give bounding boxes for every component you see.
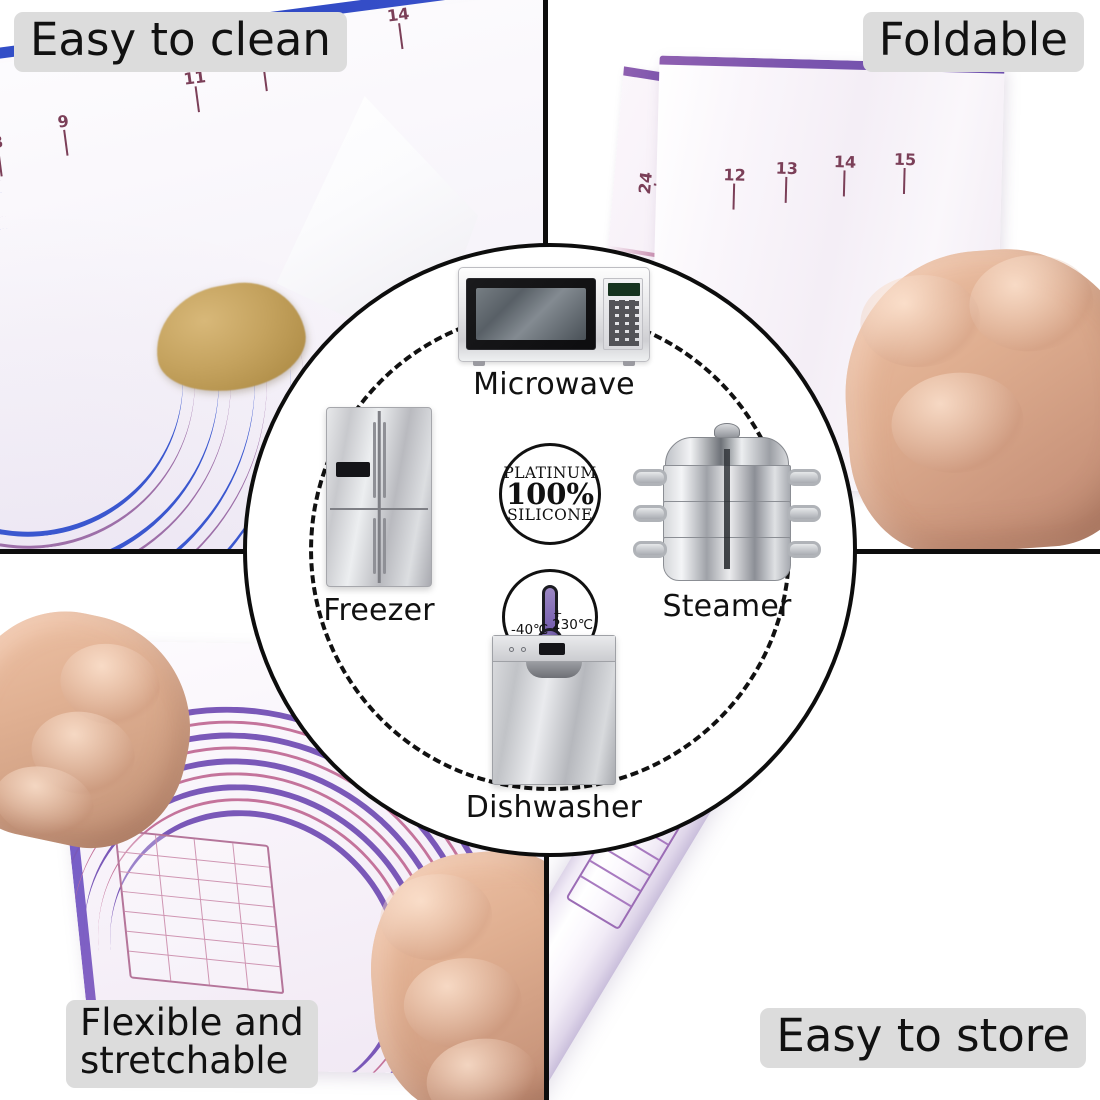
node-freezer: Freezer [269, 407, 489, 628]
divider-horizontal-right [850, 549, 1100, 554]
node-label-steamer: Steamer [662, 589, 792, 624]
node-label-freezer: Freezer [323, 593, 435, 628]
divider-vertical-top [543, 0, 548, 248]
feature-label-easy-to-store: Easy to store [760, 1008, 1086, 1068]
temp-plus-sign: + [553, 607, 563, 620]
feature-label-easy-to-clean: Easy to clean [14, 12, 347, 72]
compatibility-circle: Microwave Steamer [243, 243, 857, 857]
temp-max-label: + 230℃ [552, 608, 593, 633]
node-label-microwave: Microwave [473, 367, 635, 402]
platinum-silicone-badge: PLATINUM 100% SILICONE [499, 443, 601, 545]
node-steamer: Steamer [617, 419, 837, 624]
badge-platinum-middle: 100% [505, 476, 595, 511]
node-label-dishwasher: Dishwasher [465, 790, 643, 825]
divider-vertical-bottom [544, 852, 549, 1100]
microwave-icon [458, 267, 650, 366]
steamer-pot-icon [633, 419, 821, 584]
dishwasher-icon [492, 635, 616, 785]
badge-platinum-bottom: SILICONE [507, 506, 593, 525]
feature-label-flexible-stretchable: Flexible and stretchable [66, 1000, 318, 1088]
conversion-table-print [114, 829, 285, 995]
refrigerator-icon [326, 407, 432, 587]
temp-max-value: 230℃ [552, 617, 593, 633]
node-microwave: Microwave [444, 267, 664, 402]
feature-label-foldable: Foldable [862, 12, 1084, 72]
badge-platinum-top: PLATINUM [503, 463, 597, 482]
thermometer-icon [542, 585, 558, 637]
temp-min-label: -40℃ [511, 622, 549, 638]
node-dishwasher: Dishwasher [444, 635, 664, 825]
divider-horizontal-left [0, 549, 250, 554]
